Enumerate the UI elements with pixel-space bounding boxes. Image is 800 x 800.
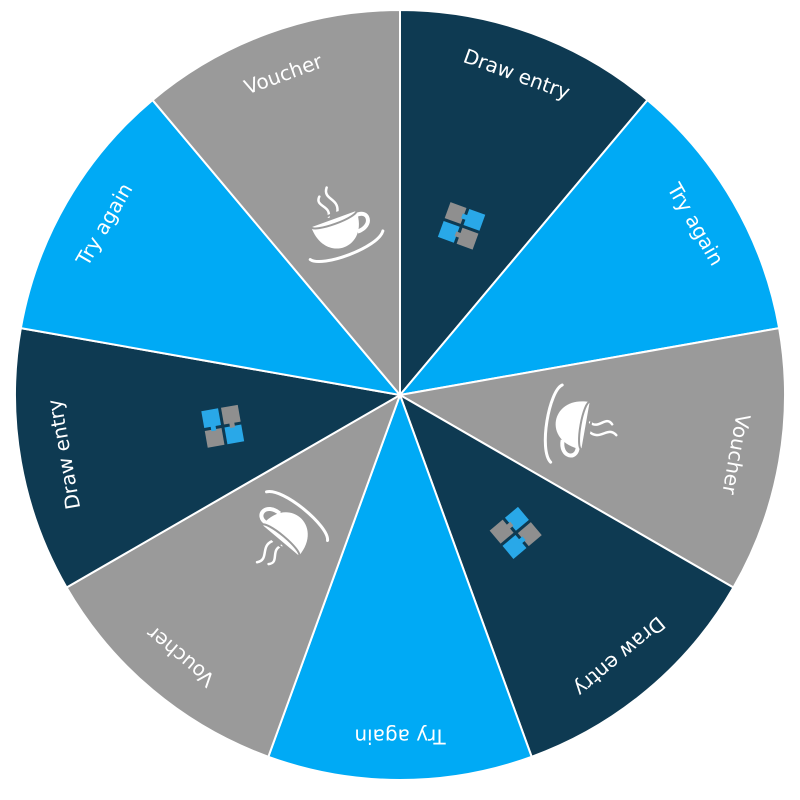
coffee-cup-icon <box>255 490 330 566</box>
wheel-segment-draw-entry <box>398 392 735 759</box>
wheel-segment-draw-entry <box>399 8 649 398</box>
wheel-segment-voucher <box>151 8 401 398</box>
coffee-cup-icon <box>543 383 618 464</box>
wheel-segment-draw-entry <box>14 326 403 589</box>
draw-entry-tiles-icon <box>489 506 542 559</box>
wheel-segment-voucher <box>397 326 786 589</box>
wheel-segment-try-again <box>397 98 781 397</box>
draw-entry-tiles-icon <box>437 202 486 250</box>
wheel-segment-voucher <box>65 392 402 759</box>
wheel-segment-label: Try again <box>354 725 446 749</box>
draw-entry-tiles-icon <box>201 404 245 448</box>
coffee-cup-icon <box>308 186 385 263</box>
wheel-segment-try-again <box>19 98 403 397</box>
wheel-segment-try-again <box>267 392 533 781</box>
